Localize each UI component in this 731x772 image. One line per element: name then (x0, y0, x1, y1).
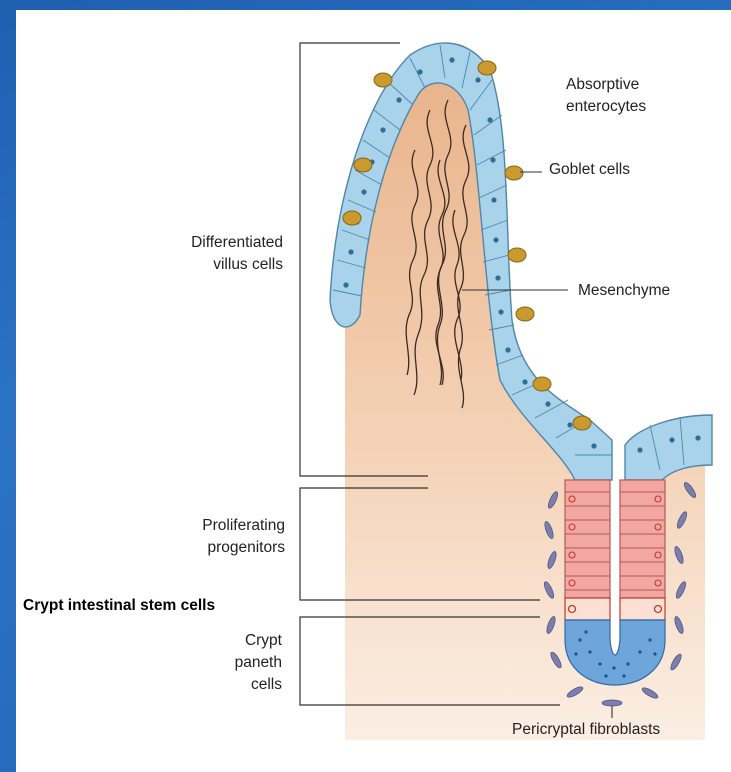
label-goblet-cells: Goblet cells (549, 160, 630, 180)
crypt-stem-cells (565, 598, 665, 620)
label-pericryptal-fibroblasts: Pericryptal fibroblasts (512, 720, 660, 740)
crypt-progenitor-cells (565, 480, 665, 598)
label-proliferating-line2: progenitors (207, 538, 285, 558)
label-differentiated-line2: villus cells (213, 255, 283, 275)
label-absorptive-enterocytes-line2: enterocytes (566, 97, 646, 117)
label-proliferating-line1: Proliferating (202, 516, 285, 536)
label-paneth-line2: paneth (235, 653, 282, 673)
label-crypt-stem-cells: Crypt intestinal stem cells (23, 596, 215, 616)
label-absorptive-enterocytes-line1: Absorptive (566, 75, 639, 95)
label-mesenchyme: Mesenchyme (578, 281, 670, 301)
label-paneth-line3: cells (251, 675, 282, 695)
label-differentiated-line1: Differentiated (191, 233, 283, 253)
label-paneth-line1: Crypt (245, 631, 282, 651)
